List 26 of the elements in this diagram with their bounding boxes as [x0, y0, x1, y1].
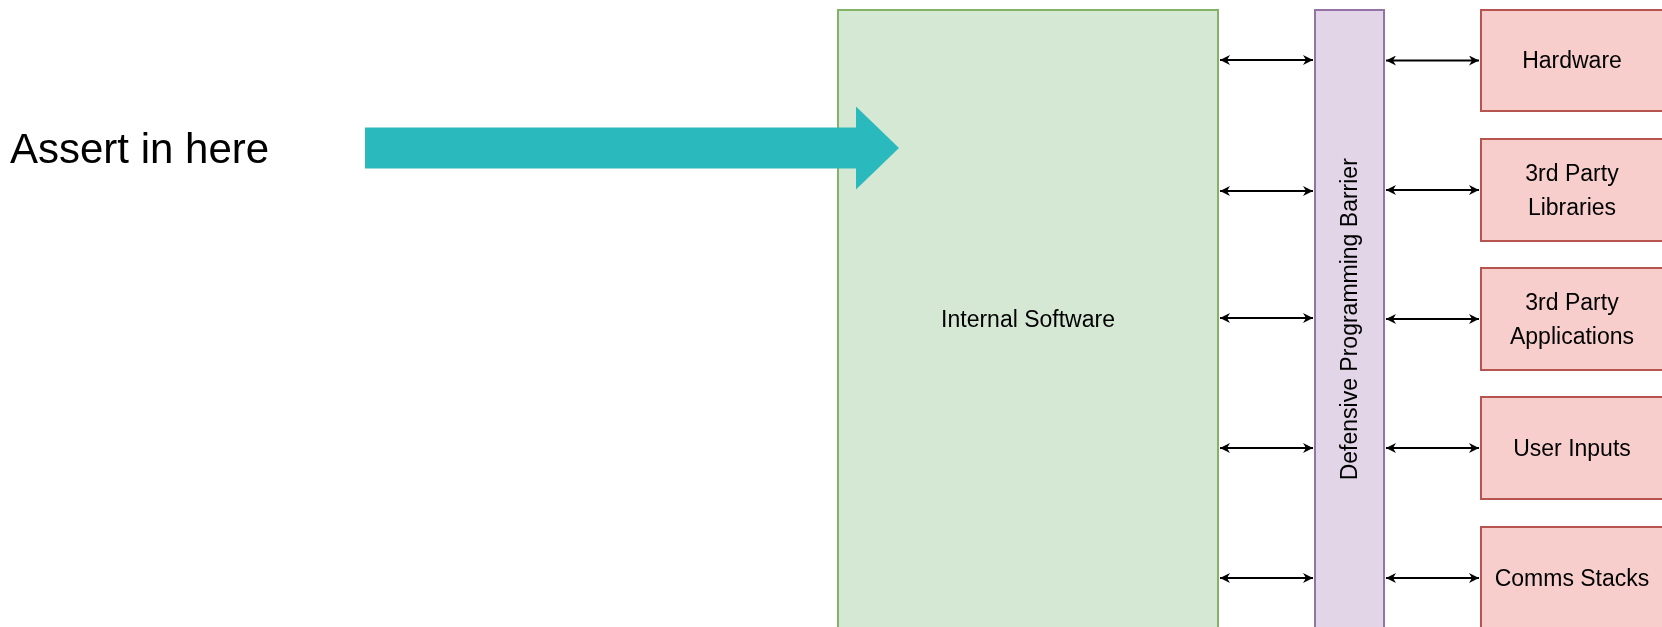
external-component-box	[1480, 396, 1662, 500]
node-label: Hardware	[1522, 46, 1622, 76]
double-arrow	[1219, 443, 1314, 453]
node-label: 3rd Party Applications	[1509, 287, 1635, 351]
double-arrow	[1385, 55, 1480, 66]
node-label: Comms Stacks	[1494, 563, 1650, 593]
double-arrow	[1219, 313, 1314, 323]
annotation-text: Assert in here	[10, 123, 270, 174]
node-label: 3rd Party Libraries	[1524, 158, 1620, 222]
external-component-box	[1480, 267, 1662, 371]
double-arrow	[1219, 55, 1314, 65]
node-label: User Inputs	[1513, 433, 1631, 463]
thick-arrow	[365, 106, 899, 190]
double-arrow	[1219, 573, 1314, 583]
node-label: Defensive Programming Barrier	[1335, 157, 1364, 481]
double-arrow	[1385, 314, 1480, 324]
double-arrow	[1385, 573, 1480, 583]
external-component-box	[1480, 526, 1662, 627]
double-arrow	[1219, 186, 1314, 196]
node-label: Internal Software	[941, 304, 1115, 334]
software-block	[837, 9, 1219, 627]
barrier-band	[1314, 9, 1385, 627]
external-component-box	[1480, 138, 1662, 242]
double-arrow	[1385, 443, 1480, 453]
double-arrow	[1385, 185, 1480, 195]
external-component-box	[1480, 9, 1662, 112]
